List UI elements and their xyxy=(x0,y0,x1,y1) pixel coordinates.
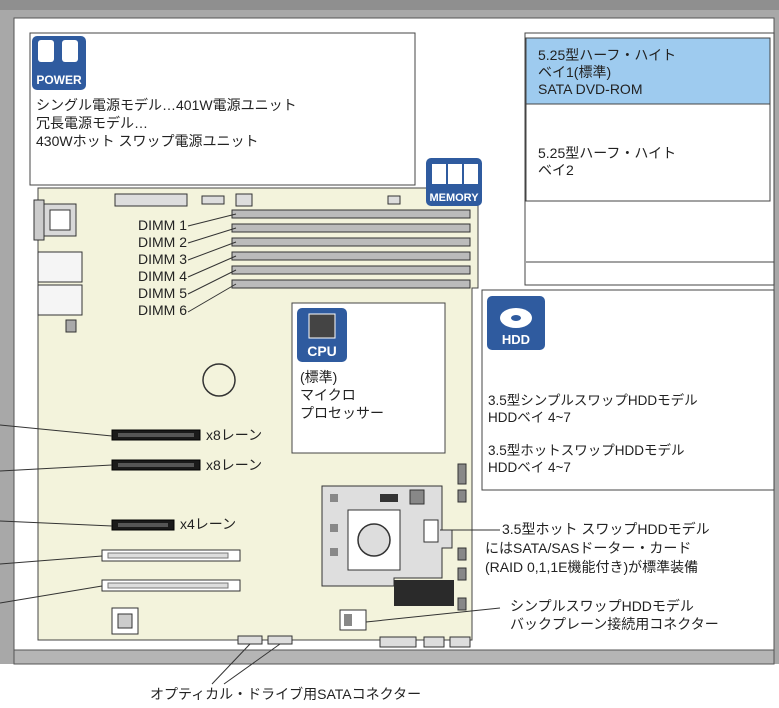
lane-label-3: x4レーン xyxy=(180,516,237,532)
power-icon-text: POWER xyxy=(36,73,82,87)
hdd-hot-line-2: HDDベイ 4~7 xyxy=(488,460,571,475)
optical-connector-label: オプティカル・ドライブ用SATAコネクター xyxy=(150,686,422,702)
memory-icon-text: MEMORY xyxy=(429,192,479,204)
cpu-line-2: マイクロ xyxy=(300,387,356,403)
chassis-bottom-rail xyxy=(13,649,775,665)
cpu-icon: CPU xyxy=(297,308,347,362)
backplane-line-1: シンプルスワップHDDモデル xyxy=(510,598,694,614)
backplane-connector xyxy=(339,609,367,631)
dimm-label-1: DIMM 1 xyxy=(138,217,187,233)
bay1-line-1: 5.25型ハーフ・ハイト xyxy=(538,47,677,63)
power-icon: POWER xyxy=(32,36,86,90)
hdd-simple-line-2: HDDベイ 4~7 xyxy=(488,410,571,425)
bay2-line-2: ベイ2 xyxy=(538,162,574,178)
bay1-line-2: ベイ1(標準) xyxy=(538,64,612,80)
lane-label-2: x8レーン xyxy=(206,457,263,473)
sata-card-line-3: (RAID 0,1,1E機能付き)が標準装備 xyxy=(485,559,699,575)
hdd-simple-line-1: 3.5型シンプルスワップHDDモデル xyxy=(488,393,698,408)
backplane-line-2: バックプレーン接続用コネクター xyxy=(510,616,719,632)
lane-label-1: x8レーン xyxy=(206,427,263,443)
dimm-slots xyxy=(231,209,471,289)
dimm-label-2: DIMM 2 xyxy=(138,234,187,250)
bay2-line-1: 5.25型ハーフ・ハイト xyxy=(538,145,677,161)
bay1-line-3: SATA DVD-ROM xyxy=(538,81,643,97)
cpu-line-3: プロセッサー xyxy=(300,405,384,421)
power-supply-area xyxy=(29,32,416,186)
hdd-icon: HDD xyxy=(487,296,545,350)
dimm-label-6: DIMM 6 xyxy=(138,302,187,318)
dimm-label-4: DIMM 4 xyxy=(138,268,187,284)
dimm-label-5: DIMM 5 xyxy=(138,285,187,301)
power-line-2: 冗長電源モデル… xyxy=(36,115,148,131)
hdd-icon-text: HDD xyxy=(502,332,530,347)
sata-card-line-2: にはSATA/SASドーター・カード xyxy=(485,540,692,556)
bay2-slot xyxy=(525,103,771,202)
cpu-line-1: (標準) xyxy=(300,369,338,385)
dimm-label-3: DIMM 3 xyxy=(138,251,187,267)
cpu-icon-text: CPU xyxy=(307,343,337,359)
chassis-top-edge xyxy=(0,0,779,10)
memory-icon: MEMORY xyxy=(426,158,482,206)
bay1-slot xyxy=(525,37,771,105)
hdd-hot-line-1: 3.5型ホットスワップHDDモデル xyxy=(488,443,685,458)
battery xyxy=(202,363,236,397)
sata-card-line-1: 3.5型ホット スワップHDDモデル xyxy=(502,521,710,537)
power-line-3: 430Wホット スワップ電源ユニット xyxy=(36,133,259,149)
power-line-1: シングル電源モデル…401W電源ユニット xyxy=(36,97,297,113)
